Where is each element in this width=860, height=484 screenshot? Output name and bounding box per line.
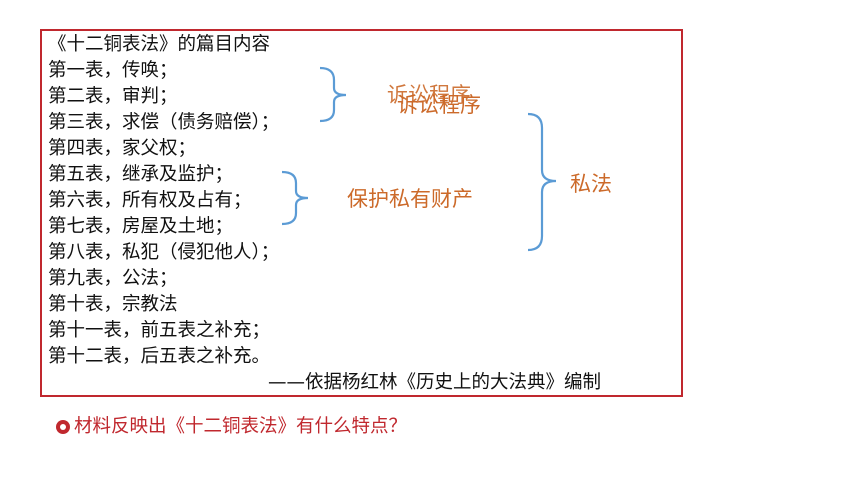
material-title: 《十二铜表法》的篇目内容 (48, 34, 271, 55)
table-line-12: 第十二表，后五表之补充。 (48, 346, 271, 367)
property-label: 保护私有财产 (347, 187, 473, 211)
table-line-9: 第九表，公法； (48, 268, 178, 289)
procedure-brace (319, 66, 347, 123)
table-line-8: 第八表，私犯（侵犯他人）； (48, 242, 280, 263)
private-law-label: 私法 (570, 172, 612, 196)
material-frame (40, 29, 683, 397)
table-line-6: 第六表，所有权及占有； (48, 190, 252, 211)
procedure-label: 诉讼程序 (397, 93, 481, 117)
table-line-4: 第四表，家父权； (48, 138, 197, 159)
question-text: 材料反映出《十二铜表法》有什么特点？ (74, 416, 408, 437)
private-law-brace (527, 112, 557, 252)
table-line-11: 第十一表，前五表之补充； (48, 320, 271, 341)
table-line-10: 第十表，宗教法 (48, 294, 178, 315)
property-brace (281, 170, 309, 226)
procedure-label-shadow: 诉讼程序 (387, 83, 471, 107)
question-bullet-icon (56, 420, 70, 434)
table-line-7: 第七表，房屋及土地； (48, 216, 234, 237)
source-citation: ——依据杨红林《历史上的大法典》编制 (268, 372, 602, 393)
table-line-3: 第三表，求偿（债务赔偿）； (48, 112, 280, 133)
table-line-2: 第二表，审判； (48, 86, 178, 107)
table-line-1: 第一表，传唤； (48, 60, 178, 81)
table-line-5: 第五表，继承及监护； (48, 164, 234, 185)
